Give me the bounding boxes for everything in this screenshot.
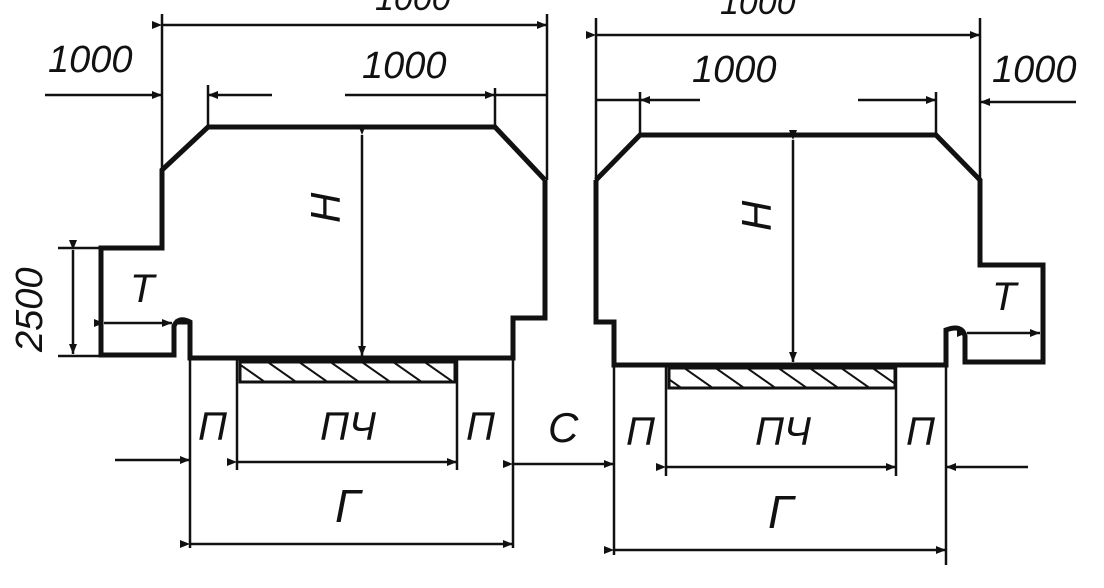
right-pch-label: ПЧ [755, 410, 811, 454]
right-h-label: H [733, 200, 780, 231]
right-gauge-outline [593, 132, 1046, 368]
right-p-right-label: П [906, 410, 936, 454]
left-g-label: Г [335, 480, 363, 532]
left-dim-side-label: 2500 [9, 267, 51, 353]
left-p-right-label: П [466, 405, 496, 449]
left-hatch-band [238, 360, 457, 384]
left-p-left-label: П [198, 405, 228, 449]
right-dim-right-label: 1000 [992, 49, 1077, 91]
right-dim-top-partial: 1000 [720, 0, 796, 22]
left-gauge [45, 14, 549, 548]
left-dim-top-partial: 1000 [375, 0, 451, 18]
gap-label: С [548, 404, 579, 451]
left-t-label: T [130, 267, 157, 311]
left-dim-left-label: 1000 [48, 39, 133, 81]
left-pch-label: ПЧ [320, 405, 376, 449]
right-g-label: Г [768, 486, 796, 538]
left-dim-inner-label: 1000 [362, 45, 447, 87]
left-h-label: H [302, 192, 349, 223]
right-hatch-band [667, 366, 897, 390]
right-gauge [586, 18, 1076, 565]
right-t-label: T [992, 275, 1019, 319]
right-p-left-label: П [626, 410, 656, 454]
right-dim-inner-label: 1000 [692, 49, 777, 91]
